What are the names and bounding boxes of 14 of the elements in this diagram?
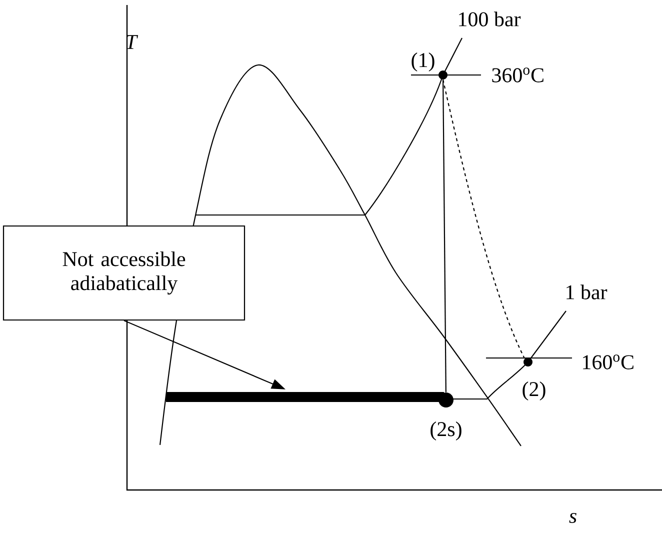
pressure-label: 100 bar [459,12,521,26]
state-point [524,358,532,366]
point-label: (2s) [430,421,462,441]
state-point [438,70,448,80]
point-label: (2) [522,381,546,401]
pressure-label: 1 bar [566,284,608,300]
state-point [438,392,454,408]
temperature-label: 160$^{o}$C [583,354,634,370]
axis-label: s [569,512,576,524]
temperature-label: 360$^{o}$C [492,68,544,82]
text-box: Not accessible adiabatically [2,225,246,321]
expansion-line [442,80,446,392]
expansion-line [442,80,526,359]
point-label: (1) [412,52,434,72]
